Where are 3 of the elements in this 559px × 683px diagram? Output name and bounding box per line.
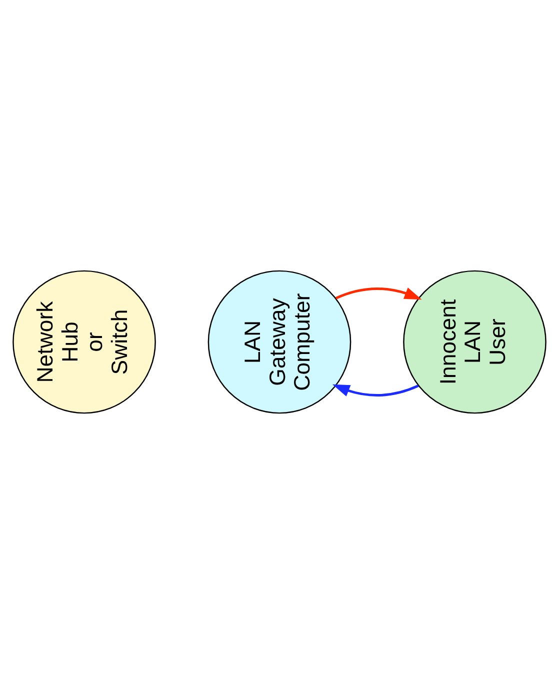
arrow [332, 384, 419, 396]
arrow [335, 286, 422, 300]
node-circle: Network Hub or Switch [12, 270, 156, 414]
